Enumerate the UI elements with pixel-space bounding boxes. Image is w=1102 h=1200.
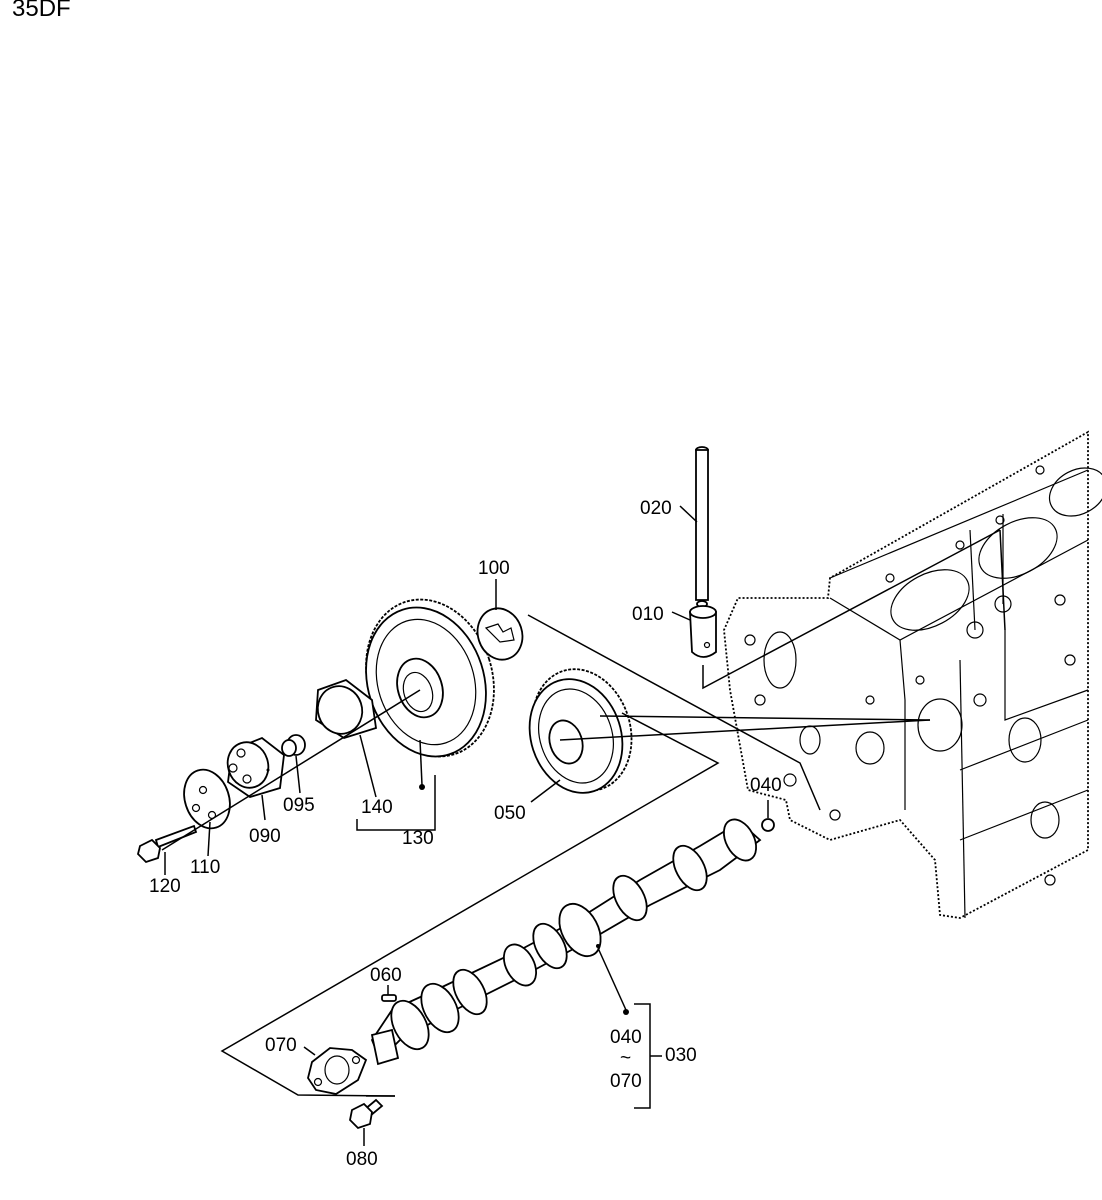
label-030: 030: [665, 1045, 697, 1066]
label-080: 080: [346, 1149, 378, 1170]
label-050: 050: [494, 803, 526, 824]
tappet-010: [689, 605, 717, 658]
key-060: [381, 994, 397, 1002]
bushing-140: [315, 678, 377, 739]
camshaft-030: [370, 818, 762, 1066]
label-120: 120: [149, 876, 181, 897]
corner-model-code: 35DF: [12, 0, 71, 22]
label-070-range: 070: [610, 1071, 642, 1092]
idle-gear-shaft-090: [226, 736, 285, 798]
label-070-plate: 070: [265, 1035, 297, 1056]
idle-gear-130: [365, 598, 495, 758]
label-095: 095: [283, 795, 315, 816]
label-130: 130: [402, 828, 434, 849]
thrust-plate-100: [476, 607, 524, 661]
collar-095: [281, 734, 306, 757]
label-040-range: 040: [610, 1027, 642, 1048]
bolt-080: [349, 1098, 384, 1130]
label-060: 060: [370, 965, 402, 986]
cam-gear-050: [528, 668, 633, 794]
plate-070: [307, 1047, 368, 1095]
plate-110: [183, 768, 231, 830]
label-110: 110: [190, 857, 220, 878]
label-010: 010: [632, 604, 664, 625]
engine-block: [723, 430, 1102, 919]
label-140: 140: [361, 797, 393, 818]
label-090: 090: [249, 826, 281, 847]
label-100: 100: [478, 558, 510, 579]
label-range-tilde: ~: [620, 1048, 631, 1069]
label-020: 020: [640, 498, 672, 519]
bolt-120: [137, 824, 198, 864]
push-rod-020: [695, 446, 709, 608]
o-ring-040: [761, 818, 775, 832]
label-040-oring: 040: [750, 775, 782, 796]
